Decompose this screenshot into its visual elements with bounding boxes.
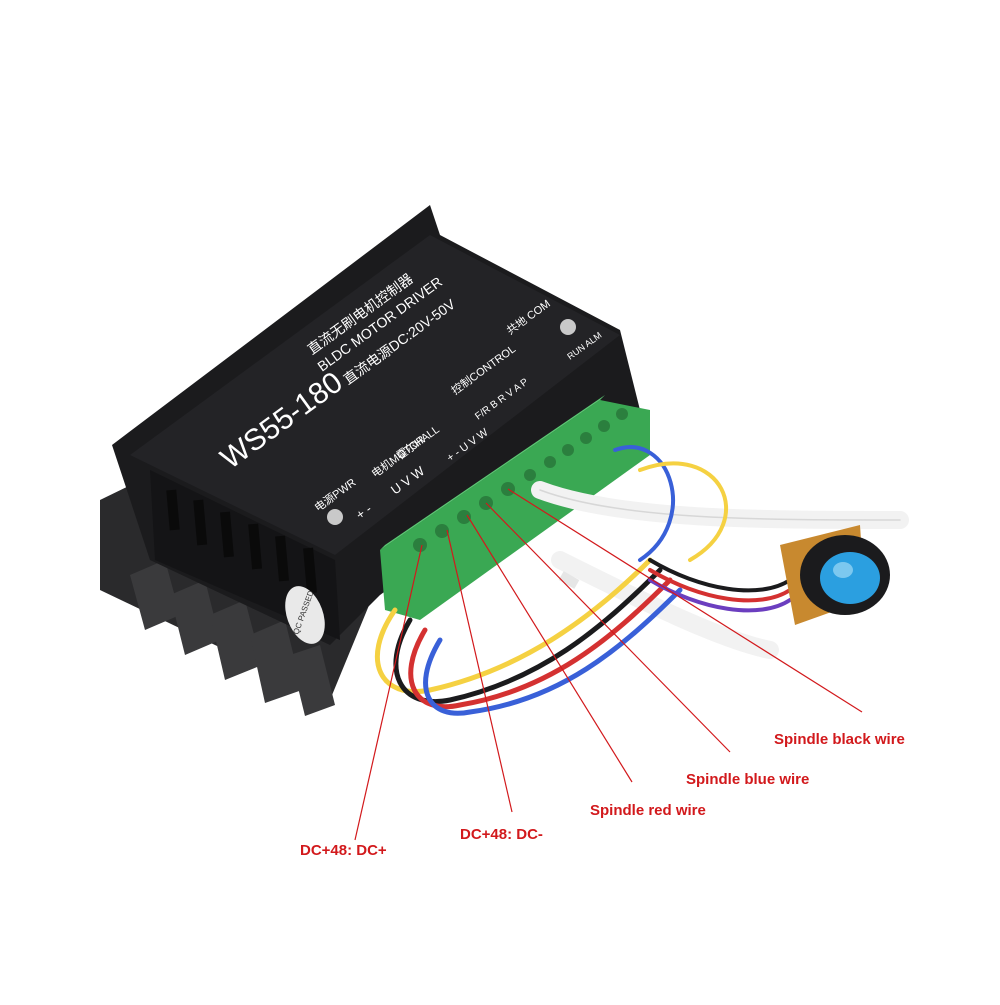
wire-harness — [375, 445, 909, 716]
driver-housing — [112, 205, 640, 645]
callout-dc-plus: DC+48: DC+ — [300, 842, 387, 859]
terminal-block — [380, 395, 650, 620]
callout-dc-minus: DC+48: DC- — [460, 826, 543, 843]
potentiometer — [780, 525, 890, 625]
callout-blue-wire: Spindle blue wire — [686, 771, 810, 788]
pwr-pins: + - — [353, 501, 374, 522]
qc-sticker: QC PASSED — [285, 586, 325, 644]
callout-black-wire: Spindle black wire — [774, 731, 905, 748]
knob-icon — [820, 552, 880, 604]
callout-lines — [354, 488, 863, 841]
callout-red-wire: Spindle red wire — [590, 802, 706, 819]
